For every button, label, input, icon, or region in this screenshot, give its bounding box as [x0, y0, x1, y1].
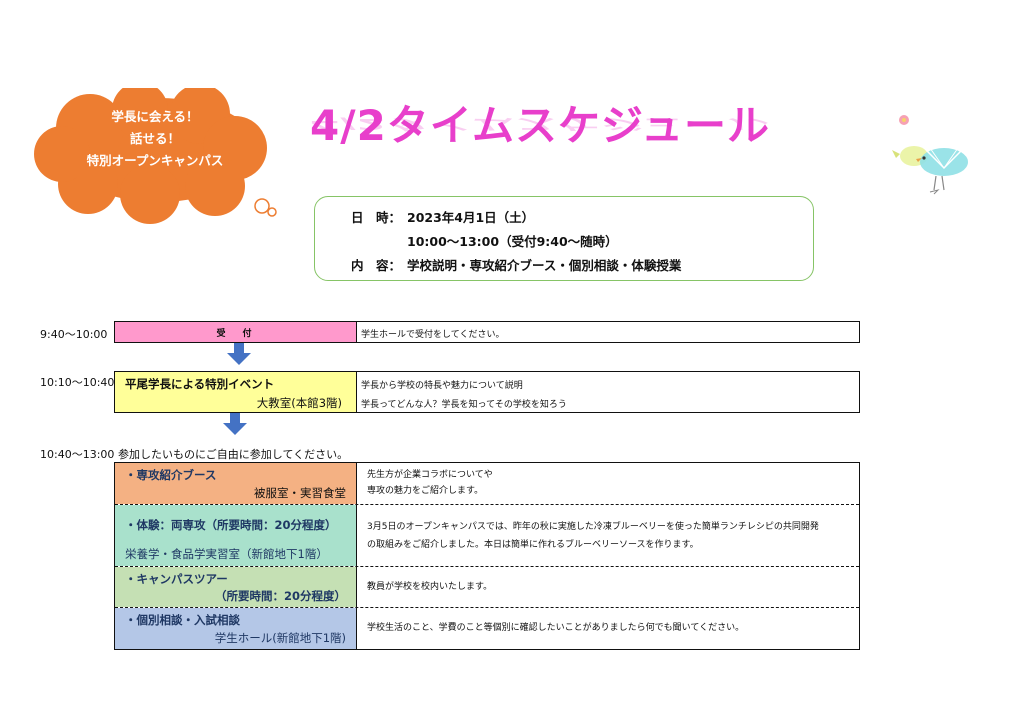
cloud-text: 学長に会える！ 話せる！ 特別オープンキャンパス [55, 106, 255, 172]
row-divider [115, 566, 859, 567]
slot-2-time: 10:10～10:40 [40, 376, 115, 389]
special-event-place: 大教室(本館3階) [256, 396, 342, 410]
activity-label-cell: ・専攻紹介ブース 被服室・実習食堂 [115, 463, 357, 504]
arrow-down-icon [227, 343, 251, 365]
date-label: 日 時： [351, 210, 402, 225]
reception-label: 受 付 [216, 329, 256, 339]
cloud-line-3: 特別オープンキャンパス [86, 153, 224, 168]
activity-label-cell: ・キャンパスツアー （所要時間：20分程度） [115, 567, 357, 607]
activity-desc-1: 3月5日のオープンキャンパスでは、昨年の秋に実施した冷凍ブルーベリーを使った簡単… [367, 522, 819, 532]
birds-illustration-icon [892, 115, 968, 195]
activity-desc-2: 専攻の魅力をご紹介します。 [367, 486, 484, 496]
date-row: 日 時： 2023年4月1日（土） [351, 207, 534, 226]
content-label: 内 容： [351, 258, 402, 273]
reception-desc: 学生ホールで受付をしてください。 [361, 330, 505, 340]
activity-label: ・キャンパスツアー [125, 572, 228, 586]
event-info-box: 日 時：2023年4月1日（土） 10:00～13:00（受付9:40～随時） … [314, 196, 814, 281]
page-title: 4/2タイムスケジュール [310, 101, 771, 150]
activity-desc-2: の取組みをご紹介しました。本日は簡単に作れるブルーベリーソースを作ります。 [367, 540, 699, 550]
activity-label: ・専攻紹介ブース [125, 468, 217, 482]
date-value: 2023年4月1日（土） [407, 210, 535, 225]
special-event-row: 平尾学長による特別イベント 大教室(本館3階) 学長から学校の特長や魅力について… [114, 371, 860, 413]
cloud-line-1: 学長に会える！ [111, 109, 199, 124]
activity-row: ・個別相談・入試相談 学生ホール(新館地下1階) 学校生活のこと、学費のこと等個… [115, 608, 859, 649]
activities-table: ・専攻紹介ブース 被服室・実習食堂 先生方が企業コラボについてや 専攻の魅力をご… [114, 462, 860, 650]
activity-place: （所要時間：20分程度） [214, 589, 346, 603]
content-row: 内 容： 学校説明・専攻紹介ブース・個別相談・体験授業 [351, 255, 681, 274]
special-event-label-cell: 平尾学長による特別イベント 大教室(本館3階) [115, 372, 357, 412]
activity-label: ・体験：両専攻（所要時間：20分程度） [125, 518, 337, 532]
activity-place: 学生ホール(新館地下1階) [214, 631, 346, 645]
special-event-desc-2: 学長ってどんな人？学長を知ってその学校を知ろう [361, 400, 567, 410]
reception-label-cell: 受 付 [115, 322, 357, 342]
activity-desc-1: 教員が学校を校内いたします。 [367, 582, 493, 592]
slot-3-intro: 参加したいものにご自由に参加してください。 [118, 448, 349, 461]
activity-row: ・専攻紹介ブース 被服室・実習食堂 先生方が企業コラボについてや 専攻の魅力をご… [115, 463, 859, 504]
row-divider [115, 607, 859, 608]
slot-1-time: 9:40～10:00 [40, 328, 108, 341]
arrow-down-icon [223, 413, 247, 435]
activity-row: ・キャンパスツアー （所要時間：20分程度） 教員が学校を校内いたします。 [115, 567, 859, 607]
reception-row: 受 付 学生ホールで受付をしてください。 [114, 321, 860, 343]
activity-label: ・個別相談・入試相談 [125, 613, 240, 627]
activity-desc-1: 先生方が企業コラボについてや [367, 470, 493, 480]
activity-label-cell: ・体験：両専攻（所要時間：20分程度） 栄養学・食品学実習室（新館地下1階） [115, 505, 357, 566]
activity-label-cell: ・個別相談・入試相談 学生ホール(新館地下1階) [115, 608, 357, 649]
activity-desc-1: 学校生活のこと、学費のこと等個別に確認したいことがありましたら何でも聞いてくださ… [367, 623, 745, 633]
content-value: 学校説明・専攻紹介ブース・個別相談・体験授業 [407, 258, 682, 273]
speech-cloud [34, 88, 277, 224]
activity-row: ・体験：両専攻（所要時間：20分程度） 栄養学・食品学実習室（新館地下1階） 3… [115, 505, 859, 566]
special-event-desc-1: 学長から学校の特長や魅力について説明 [361, 381, 523, 391]
cloud-line-2: 話せる！ [129, 131, 180, 146]
activity-place: 栄養学・食品学実習室（新館地下1階） [125, 547, 328, 561]
special-event-label: 平尾学長による特別イベント [125, 377, 275, 391]
row-divider [115, 504, 859, 505]
activity-place: 被服室・実習食堂 [254, 486, 346, 500]
slot-3-time: 10:40～13:00 [40, 448, 115, 461]
time-value: 10:00～13:00（受付9:40～随時） [407, 234, 618, 249]
